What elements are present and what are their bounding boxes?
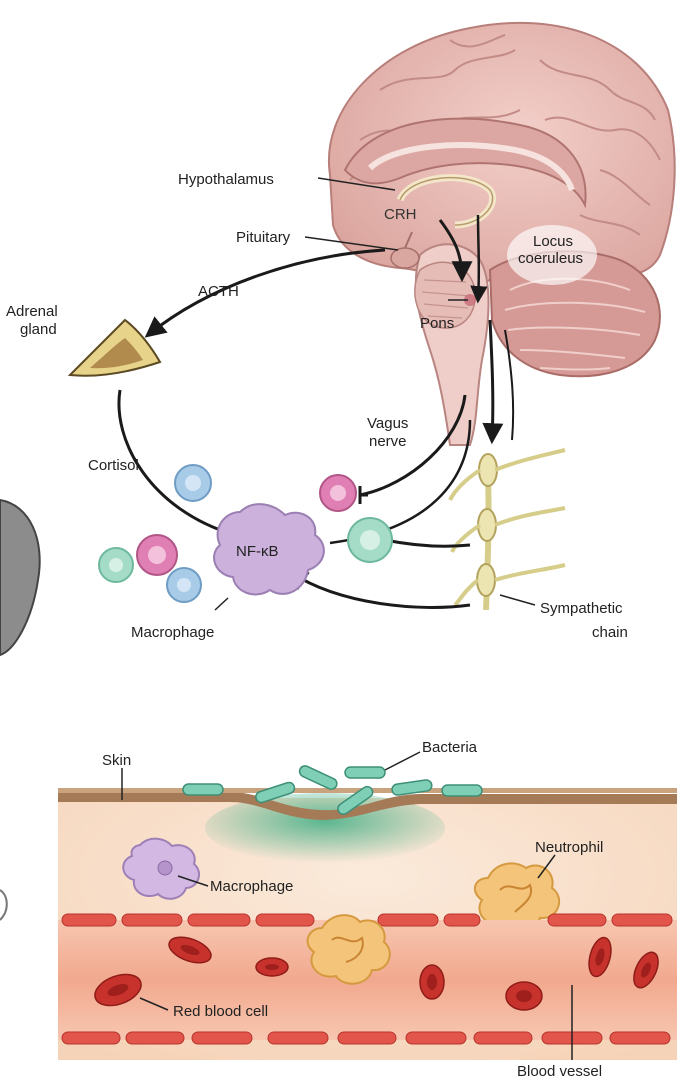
label-vagus-2: nerve	[369, 433, 407, 450]
label-bacteria: Bacteria	[422, 739, 478, 756]
grey-fragment	[0, 500, 40, 655]
label-macrophage-top: Macrophage	[131, 624, 214, 641]
label-adrenal-1: Adrenal	[6, 303, 58, 320]
label-locus-2: coeruleus	[518, 250, 583, 267]
label-hypothalamus: Hypothalamus	[178, 171, 274, 188]
pituitary-gland	[391, 248, 419, 268]
label-pituitary: Pituitary	[236, 229, 291, 246]
immune-cells	[99, 465, 392, 610]
label-macrophage-bottom: Macrophage	[210, 878, 293, 895]
label-sympathetic-1: Sympathetic	[540, 600, 623, 617]
label-nfkb: NF-κB	[236, 543, 279, 560]
vessel-wall-bottom	[62, 1032, 670, 1044]
label-skin: Skin	[102, 752, 131, 769]
sympathetic-descending-arrow	[490, 320, 493, 440]
brain	[329, 23, 675, 445]
label-adrenal-2: gland	[20, 321, 57, 338]
sympathetic-to-macrophage-arrow	[290, 572, 470, 607]
tissue-panel	[58, 752, 677, 1060]
label-pons: Pons	[420, 315, 454, 332]
label-crh: CRH	[384, 206, 417, 223]
label-acth: ACTH	[198, 283, 239, 300]
label-red-blood-cell: Red blood cell	[173, 1003, 268, 1020]
acth-arrow	[148, 250, 385, 335]
label-blood-vessel: Blood vessel	[517, 1063, 602, 1080]
label-neutrophil: Neutrophil	[535, 839, 603, 856]
label-cortisol: Cortisol	[88, 457, 139, 474]
label-sympathetic-2: chain	[592, 624, 628, 641]
label-vagus-1: Vagus	[367, 415, 408, 432]
label-locus-1: Locus	[533, 233, 573, 250]
grey-fragment-edge	[0, 890, 7, 920]
adrenal-gland	[70, 320, 160, 376]
sympathetic-chain	[450, 450, 565, 610]
